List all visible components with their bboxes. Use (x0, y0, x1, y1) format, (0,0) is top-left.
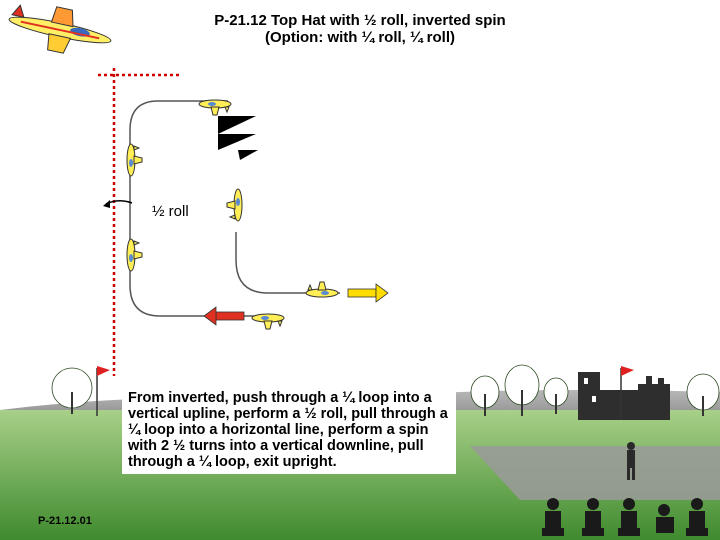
pilot-figure (627, 442, 635, 480)
spin-symbol (218, 116, 258, 160)
box-boundary-lines (98, 68, 180, 376)
trees (51, 364, 720, 416)
judge-figure (686, 498, 708, 536)
aircraft-downline (226, 188, 243, 222)
castle-silhouette (578, 372, 670, 420)
logo-airplane-icon (8, 4, 112, 54)
aircraft-top (198, 99, 232, 116)
left-flag (96, 366, 110, 416)
judges-silhouettes (542, 498, 708, 536)
roll-indicator-arrow (103, 200, 133, 208)
judge-figure (656, 504, 674, 533)
center-flag (620, 366, 634, 420)
title-line-2: (Option: with ¼ roll, ¼ roll) (265, 29, 455, 46)
aircraft-exit (305, 281, 339, 298)
figure-code: P-21.12.01 (38, 515, 92, 527)
runway (470, 446, 720, 500)
aircraft-upline-top (126, 143, 143, 177)
title-line-1: P-21.12 Top Hat with ½ roll, inverted sp… (214, 12, 506, 29)
judge-figure (542, 498, 564, 536)
entry-arrow (203, 306, 245, 326)
exit-arrow (347, 283, 389, 303)
aircraft-upline-bottom (126, 238, 143, 272)
figure-title: P-21.12 Top Hat with ½ roll, inverted sp… (150, 12, 570, 46)
aircraft-entry (251, 313, 285, 330)
flight-path (129, 100, 340, 317)
judge-figure (618, 498, 640, 536)
roll-label: ½ roll (152, 203, 189, 220)
judge-figure (582, 498, 604, 536)
description-box: From inverted, push through a ¼ loop int… (122, 388, 456, 474)
